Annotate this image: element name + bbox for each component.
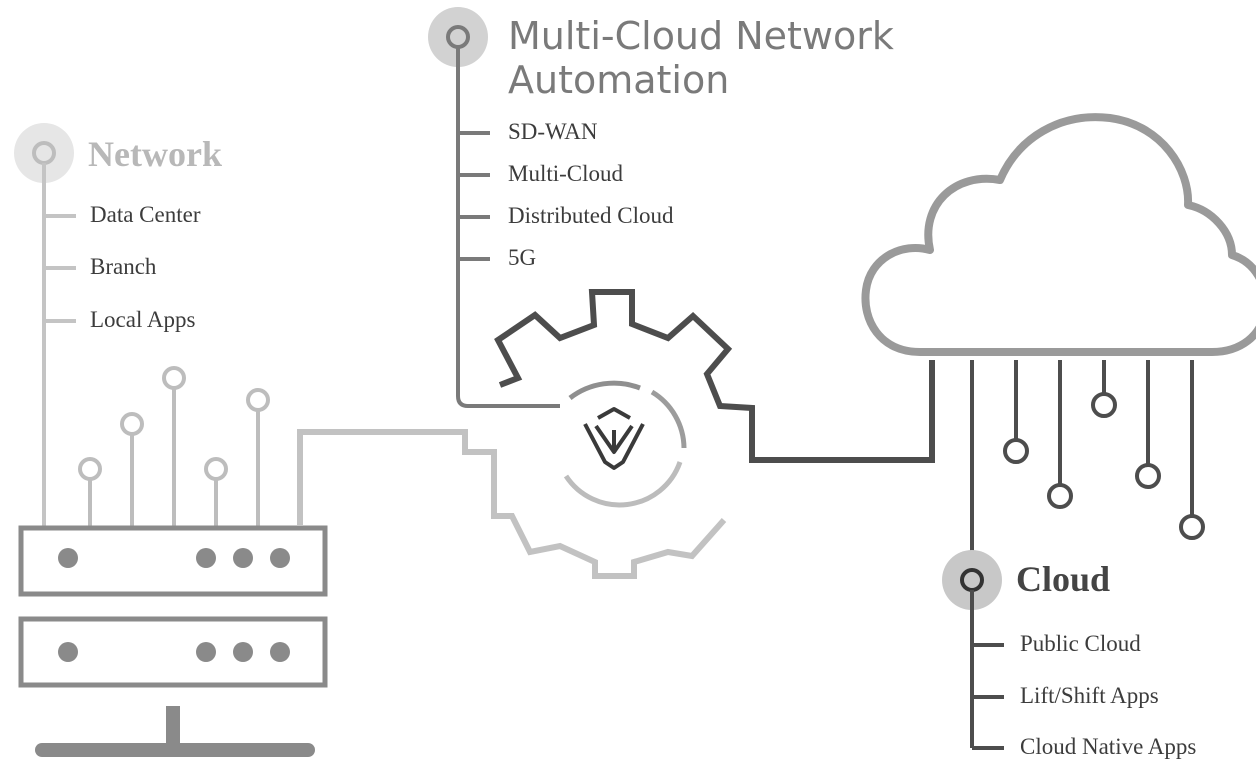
cloud-node-icon <box>1047 483 1073 509</box>
gear-icon <box>491 289 935 579</box>
automation-marker-icon <box>428 7 488 67</box>
network-branch <box>14 123 76 528</box>
cloud-item-public-cloud: Public Cloud <box>1020 631 1141 656</box>
automation-item-multi-cloud: Multi-Cloud <box>508 161 624 186</box>
cloud-node-icon <box>1091 392 1117 418</box>
antenna-node-icon <box>246 388 270 412</box>
cloud-branch <box>942 360 1004 750</box>
network-title: Network <box>88 134 222 174</box>
server-gear-connector <box>297 429 497 525</box>
automation-trunk <box>456 47 560 408</box>
cloud-node-icon <box>1135 463 1161 489</box>
automation-item-sd-wan: SD-WAN <box>508 119 598 144</box>
cloud-title: Cloud <box>1016 559 1111 599</box>
antenna-node-icon <box>78 457 102 481</box>
antenna-node-icon <box>162 366 186 390</box>
cube-logo-icon <box>583 407 645 470</box>
server-icon <box>18 525 328 757</box>
automation-branch <box>428 7 560 408</box>
automation-item-5g: 5G <box>508 245 537 270</box>
server-antennas <box>78 366 270 528</box>
network-item-data-center: Data Center <box>90 202 201 227</box>
cloud-node-icon <box>1179 514 1205 540</box>
antenna-node-icon <box>120 412 144 436</box>
automation-title-line-2: Automation <box>508 58 730 102</box>
cloud-item-lift-shift-apps: Lift/Shift Apps <box>1020 683 1159 708</box>
antenna-node-icon <box>204 457 228 481</box>
cloud-node-icon <box>1003 438 1029 464</box>
automation-item-distributed-cloud: Distributed Cloud <box>508 203 674 228</box>
cloud-drop-lines <box>1003 360 1205 540</box>
cloud-item-cloud-native-apps: Cloud Native Apps <box>1020 734 1197 759</box>
cloud-marker-icon <box>942 550 1002 610</box>
automation-title: Multi-Cloud Network Automation <box>508 14 894 102</box>
cloud-icon <box>861 113 1256 356</box>
network-marker-icon <box>14 123 74 183</box>
network-item-local-apps: Local Apps <box>90 307 196 332</box>
automation-title-line-1: Multi-Cloud Network <box>508 14 894 58</box>
network-item-branch: Branch <box>90 254 157 279</box>
